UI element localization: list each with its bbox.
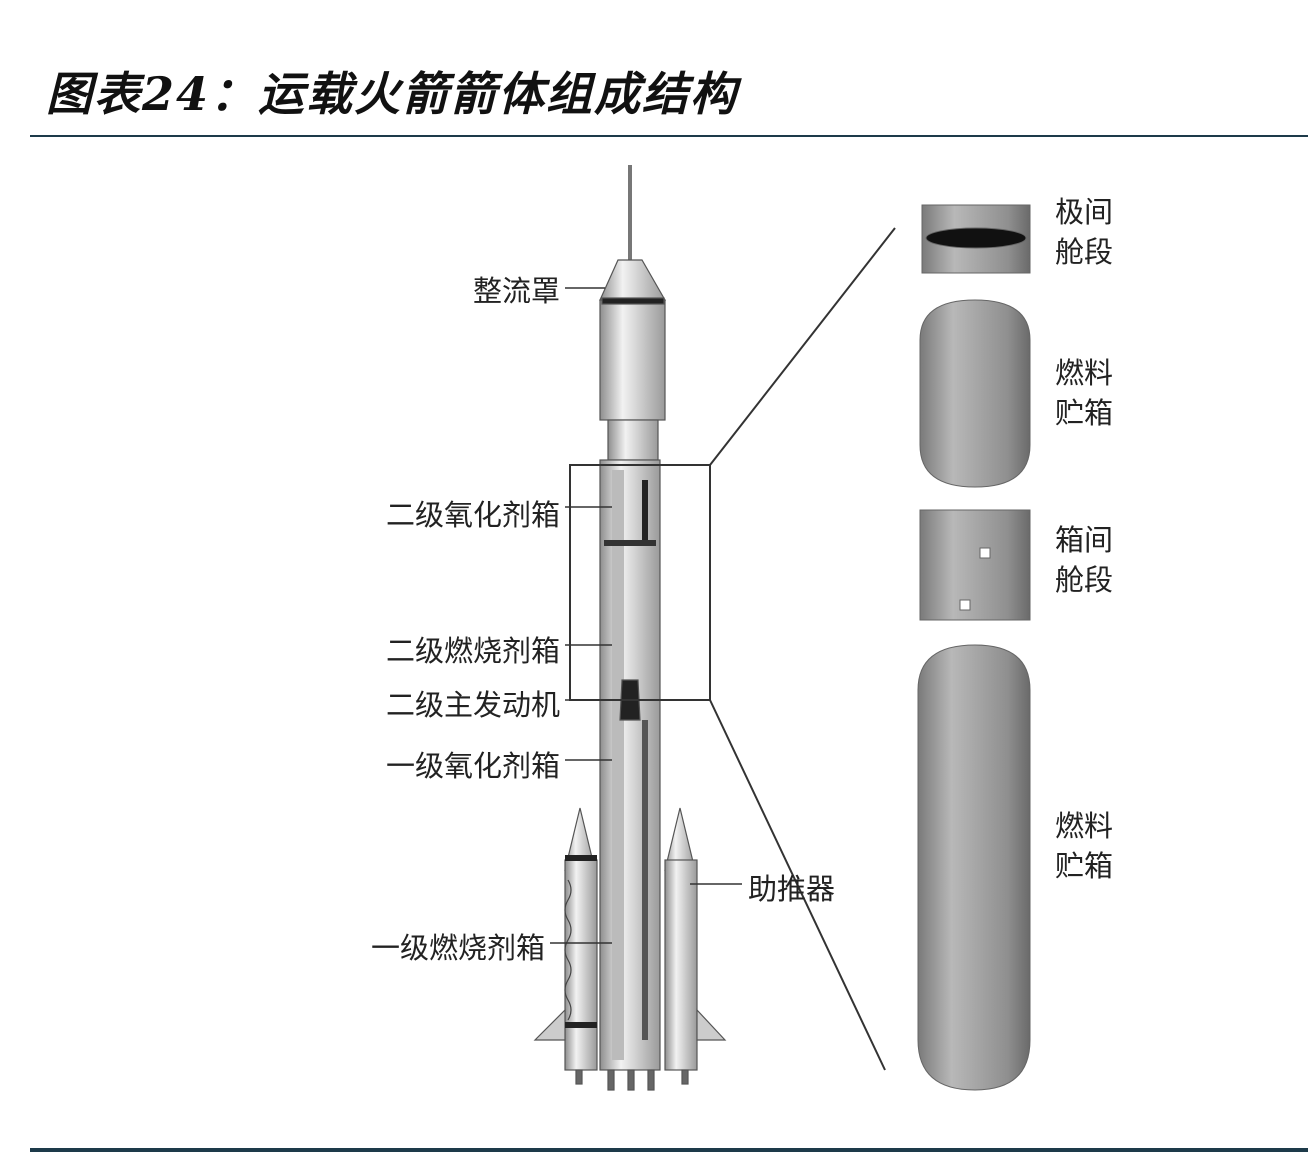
part-label-fuel-tank-upper: 燃料 贮箱 [1055, 353, 1135, 433]
detail-box [569, 464, 711, 701]
exploded-components [917, 204, 1031, 1091]
part-label-line: 燃料 [1055, 356, 1114, 390]
fuel-tank-lower [917, 644, 1031, 1091]
bottom-divider [30, 1148, 1308, 1152]
part-label-line: 燃料 [1055, 809, 1114, 843]
part-label-line: 箱间 [1055, 523, 1114, 557]
intertank-section [919, 509, 1031, 621]
label-fairing: 整流罩 [472, 274, 560, 308]
label-booster: 助推器 [748, 872, 836, 906]
label-second-main-engine: 二级主发动机 [385, 688, 560, 722]
title-divider [30, 135, 1308, 137]
label-second-fuel-tank: 二级燃烧剂箱 [385, 634, 560, 668]
label-second-oxidizer-tank: 二级氧化剂箱 [385, 498, 560, 532]
part-label-line: 贮箱 [1055, 396, 1114, 430]
zoom-line-top [709, 227, 896, 466]
rocket [533, 165, 727, 1091]
zoom-line-bottom [709, 699, 886, 1071]
part-label-interstage: 极间 舱段 [1055, 192, 1135, 272]
part-label-line: 极间 [1055, 195, 1114, 229]
figure-title: 图表24：运载火箭箭体组成结构 [46, 67, 739, 121]
label-first-fuel-tank: 一级燃烧剂箱 [370, 931, 545, 965]
label-first-oxidizer-tank: 一级氧化剂箱 [385, 749, 560, 783]
part-label-line: 舱段 [1055, 563, 1114, 597]
part-label-intertank: 箱间 舱段 [1055, 520, 1135, 600]
fuel-tank-upper [919, 299, 1031, 488]
part-label-line: 舱段 [1055, 235, 1114, 269]
part-label-fuel-tank-lower: 燃料 贮箱 [1055, 806, 1135, 886]
part-label-line: 贮箱 [1055, 849, 1114, 883]
